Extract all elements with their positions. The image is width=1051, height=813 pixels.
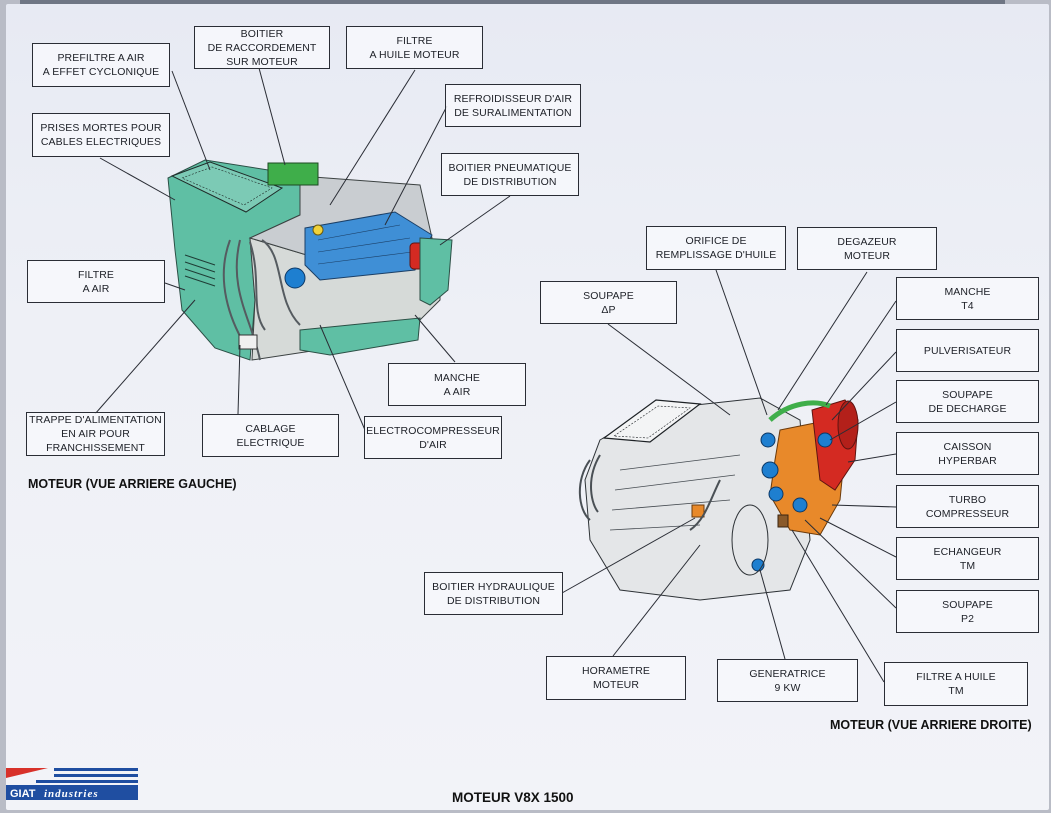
board-top-edge: [20, 0, 1005, 6]
svg-text:GIAT: GIAT: [10, 788, 36, 800]
caption-main-title: MOTEUR V8X 1500: [452, 790, 574, 805]
leader-lines: [94, 67, 897, 683]
caption-left-view: MOTEUR (VUE ARRIERE GAUCHE): [28, 477, 237, 491]
svg-text:industries: industries: [44, 788, 99, 800]
engine-right-illustration: [578, 397, 859, 601]
engine-left-illustration: [167, 159, 453, 361]
giat-logo: GIAT industries: [6, 768, 138, 800]
diagram-board: [6, 4, 1049, 810]
label-pulverisateur: PULVERISATEUR: [896, 329, 1039, 372]
caption-right-view: MOTEUR (VUE ARRIERE DROITE): [830, 718, 1032, 732]
